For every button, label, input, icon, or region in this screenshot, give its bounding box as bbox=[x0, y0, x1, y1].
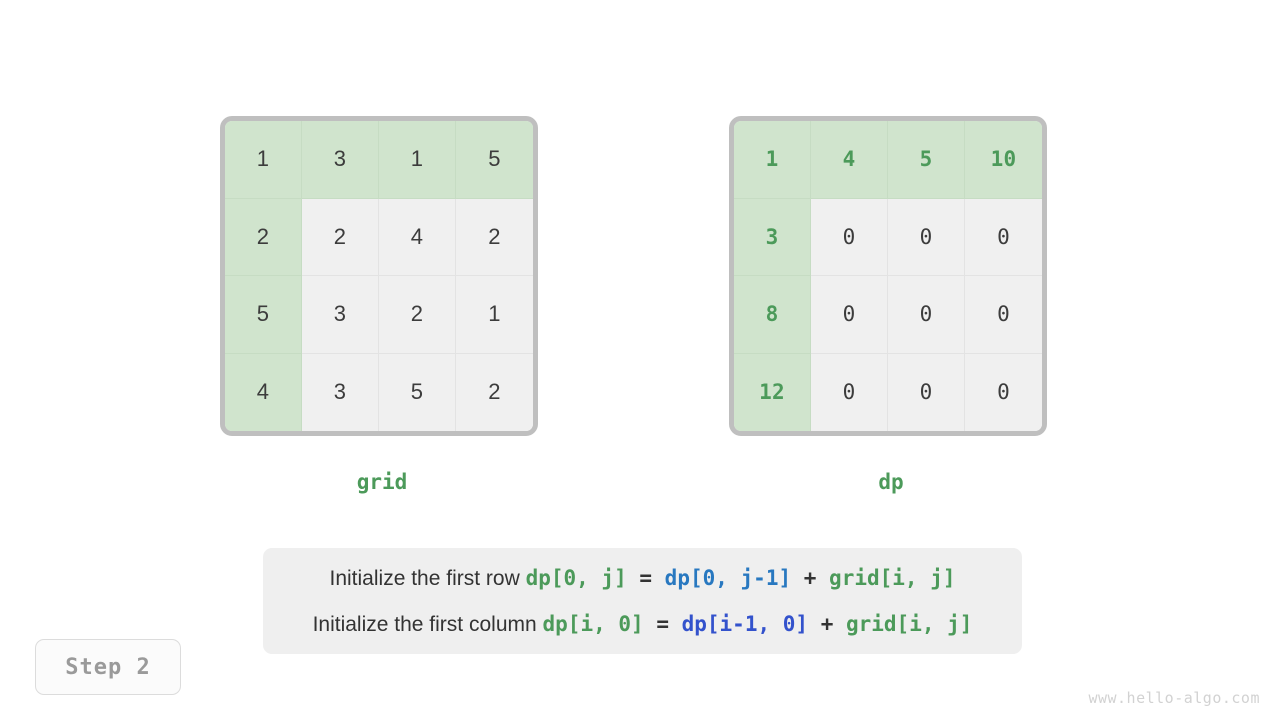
dp-matrix-container: 1 4 5 10 3 0 0 0 8 0 0 0 12 0 0 0 bbox=[729, 116, 1047, 436]
table-row: 5 3 2 1 bbox=[225, 276, 533, 354]
grid-cell-3-3: 2 bbox=[456, 353, 533, 431]
dp-cell-1-2: 0 bbox=[888, 198, 965, 276]
table-row: 12 0 0 0 bbox=[734, 353, 1042, 431]
table-row: 2 2 4 2 bbox=[225, 198, 533, 276]
grid-cell-1-0: 2 bbox=[225, 198, 302, 276]
table-row: 3 0 0 0 bbox=[734, 198, 1042, 276]
grid-cell-3-1: 3 bbox=[302, 353, 379, 431]
grid-cell-1-1: 2 bbox=[302, 198, 379, 276]
formula-line1-prefix: Initialize the first row bbox=[329, 567, 526, 590]
formula-line2-prefix: Initialize the first column bbox=[312, 613, 543, 636]
dp-cell-1-3: 0 bbox=[965, 198, 1042, 276]
grid-cell-0-3: 5 bbox=[456, 121, 533, 199]
dp-cell-2-2: 0 bbox=[888, 276, 965, 354]
step-badge-label: Step 2 bbox=[65, 654, 151, 680]
dp-cell-2-0: 8 bbox=[734, 276, 811, 354]
watermark: www.hello-algo.com bbox=[1088, 689, 1260, 707]
dp-cell-2-3: 0 bbox=[965, 276, 1042, 354]
dp-cell-0-2: 5 bbox=[888, 121, 965, 199]
table-row: 8 0 0 0 bbox=[734, 276, 1042, 354]
grid-matrix-container: 1 3 1 5 2 2 4 2 5 3 2 1 4 3 5 2 bbox=[220, 116, 538, 436]
grid-cell-3-0: 4 bbox=[225, 353, 302, 431]
dp-cell-0-0: 1 bbox=[734, 121, 811, 199]
grid-cell-3-2: 5 bbox=[379, 353, 456, 431]
formula-line2-source: dp[i-1, 0] bbox=[681, 612, 809, 636]
grid-cell-0-2: 1 bbox=[379, 121, 456, 199]
dp-cell-3-0: 12 bbox=[734, 353, 811, 431]
grid-cell-2-0: 5 bbox=[225, 276, 302, 354]
grid-cell-2-2: 2 bbox=[379, 276, 456, 354]
grid-cell-1-3: 2 bbox=[456, 198, 533, 276]
dp-cell-3-2: 0 bbox=[888, 353, 965, 431]
dp-matrix-label: dp bbox=[878, 470, 904, 494]
formula-line1-equals: = bbox=[626, 566, 665, 590]
grid-cell-0-1: 3 bbox=[302, 121, 379, 199]
table-row: 4 3 5 2 bbox=[225, 353, 533, 431]
grid-cell-1-2: 4 bbox=[379, 198, 456, 276]
formula-line2-addend: grid[i, j] bbox=[845, 612, 973, 636]
dp-cell-3-3: 0 bbox=[965, 353, 1042, 431]
grid-cell-0-0: 1 bbox=[225, 121, 302, 199]
formula-line1-source: dp[0, j-1] bbox=[664, 566, 792, 590]
table-row: 1 3 1 5 bbox=[225, 121, 533, 199]
formula-caption-box: Initialize the first row dp[0, j] = dp[0… bbox=[263, 548, 1022, 654]
grid-matrix: 1 3 1 5 2 2 4 2 5 3 2 1 4 3 5 2 bbox=[220, 116, 538, 436]
formula-line1-target: dp[0, j] bbox=[525, 566, 627, 590]
formula-line1-addend: grid[i, j] bbox=[829, 566, 956, 590]
dp-cell-0-1: 4 bbox=[811, 121, 888, 199]
table-row: 1 4 5 10 bbox=[734, 121, 1042, 199]
grid-cell-2-3: 1 bbox=[456, 276, 533, 354]
formula-line1-plus: + bbox=[791, 566, 830, 590]
formula-line-first-row: Initialize the first row dp[0, j] = dp[0… bbox=[330, 555, 956, 601]
step-badge: Step 2 bbox=[35, 639, 181, 695]
dp-cell-2-1: 0 bbox=[811, 276, 888, 354]
dp-matrix: 1 4 5 10 3 0 0 0 8 0 0 0 12 0 0 0 bbox=[729, 116, 1047, 436]
dp-cell-0-3: 10 bbox=[965, 121, 1042, 199]
formula-line-first-column: Initialize the first column dp[i, 0] = d… bbox=[313, 601, 973, 647]
grid-cell-2-1: 3 bbox=[302, 276, 379, 354]
dp-cell-1-0: 3 bbox=[734, 198, 811, 276]
formula-line2-plus: + bbox=[808, 612, 846, 636]
dp-cell-1-1: 0 bbox=[811, 198, 888, 276]
formula-line2-target: dp[i, 0] bbox=[542, 612, 644, 636]
dp-cell-3-1: 0 bbox=[811, 353, 888, 431]
formula-line2-equals: = bbox=[643, 612, 682, 636]
grid-matrix-label: grid bbox=[356, 470, 408, 494]
